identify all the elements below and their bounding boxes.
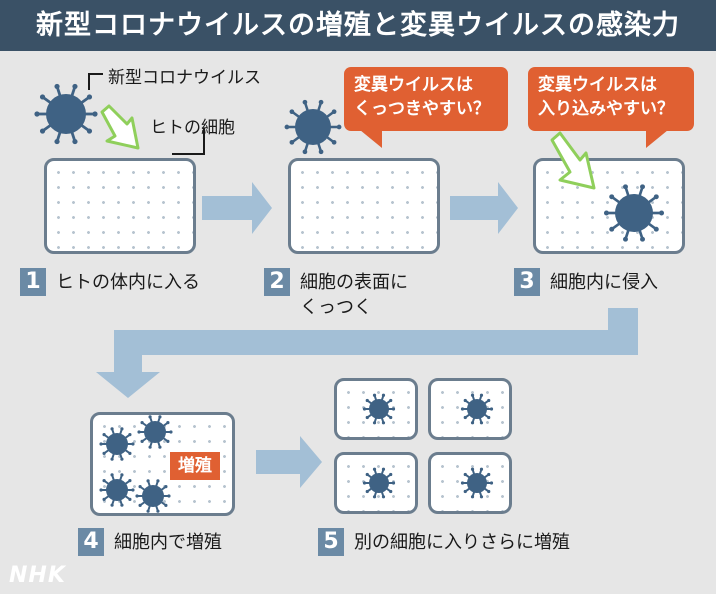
step-2-line1: 細胞の表面に (300, 272, 408, 293)
virus-cell-c-icon (362, 467, 396, 499)
virus-prolif-3-icon (99, 473, 135, 507)
step-2-text: 細胞の表面に くっつく (300, 270, 408, 320)
virus-cell-b-icon (460, 393, 494, 425)
virus-cell-d-icon (460, 467, 494, 499)
bubble-attach-line2: くっつきやすい？ (354, 99, 490, 119)
bubble-attach-tail (360, 130, 382, 148)
bubble-enter-line1: 変異ウイルスは (538, 75, 657, 95)
step-3-text: 細胞内に侵入 (550, 272, 658, 293)
step-2-line2: くっつく (300, 297, 372, 318)
bubble-enter-line2: 入り込みやすい？ (538, 99, 674, 119)
bubble-attach-line1: 変異ウイルスは (354, 75, 473, 95)
nhk-logo: NHK (9, 563, 66, 588)
step-1-number: 1 (20, 268, 46, 296)
cell-step3 (533, 158, 685, 254)
step-1-text: ヒトの体内に入る (56, 272, 200, 293)
virus-prolif-1-icon (99, 427, 135, 461)
step-5-text: 別の細胞に入りさらに増殖 (354, 532, 570, 553)
virus-outside-icon (34, 83, 98, 145)
flow-arrow-1-2 (202, 182, 272, 234)
cell-leader-line (172, 128, 205, 155)
virus-label: 新型コロナウイルス (108, 68, 261, 88)
entry-arrow-step3 (550, 131, 596, 190)
virus-leader-line (88, 73, 103, 90)
flow-arrow-2-3 (450, 182, 518, 234)
virus-attached-icon (284, 99, 342, 155)
bubble-enter: 変異ウイルスは 入り込みやすい？ (528, 67, 694, 131)
cell-step1 (44, 158, 196, 254)
flow-arrow-3-4 (96, 308, 638, 398)
bubble-attach: 変異ウイルスは くっつきやすい？ (344, 67, 508, 131)
virus-prolif-2-icon (137, 415, 173, 449)
bubble-enter-tail (646, 130, 668, 148)
virus-inside-icon (603, 184, 665, 242)
human-cell-label: ヒトの細胞 (150, 118, 235, 138)
cell-step2 (288, 158, 440, 254)
step-4-text: 細胞内で増殖 (114, 532, 222, 553)
page-title: 新型コロナウイルスの増殖と変異ウイルスの感染力 (0, 0, 716, 51)
cell-step5-d (428, 452, 512, 514)
entry-arrow-step1 (100, 104, 140, 150)
flow-arrow-4-5 (256, 436, 322, 488)
step-4-number: 4 (78, 528, 104, 556)
step-2-number: 2 (264, 268, 290, 296)
step-3-number: 3 (514, 268, 540, 296)
step-5-number: 5 (318, 528, 344, 556)
virus-cell-a-icon (362, 393, 396, 425)
proliferation-tag: 増殖 (170, 452, 220, 480)
virus-prolif-4-icon (135, 479, 171, 513)
